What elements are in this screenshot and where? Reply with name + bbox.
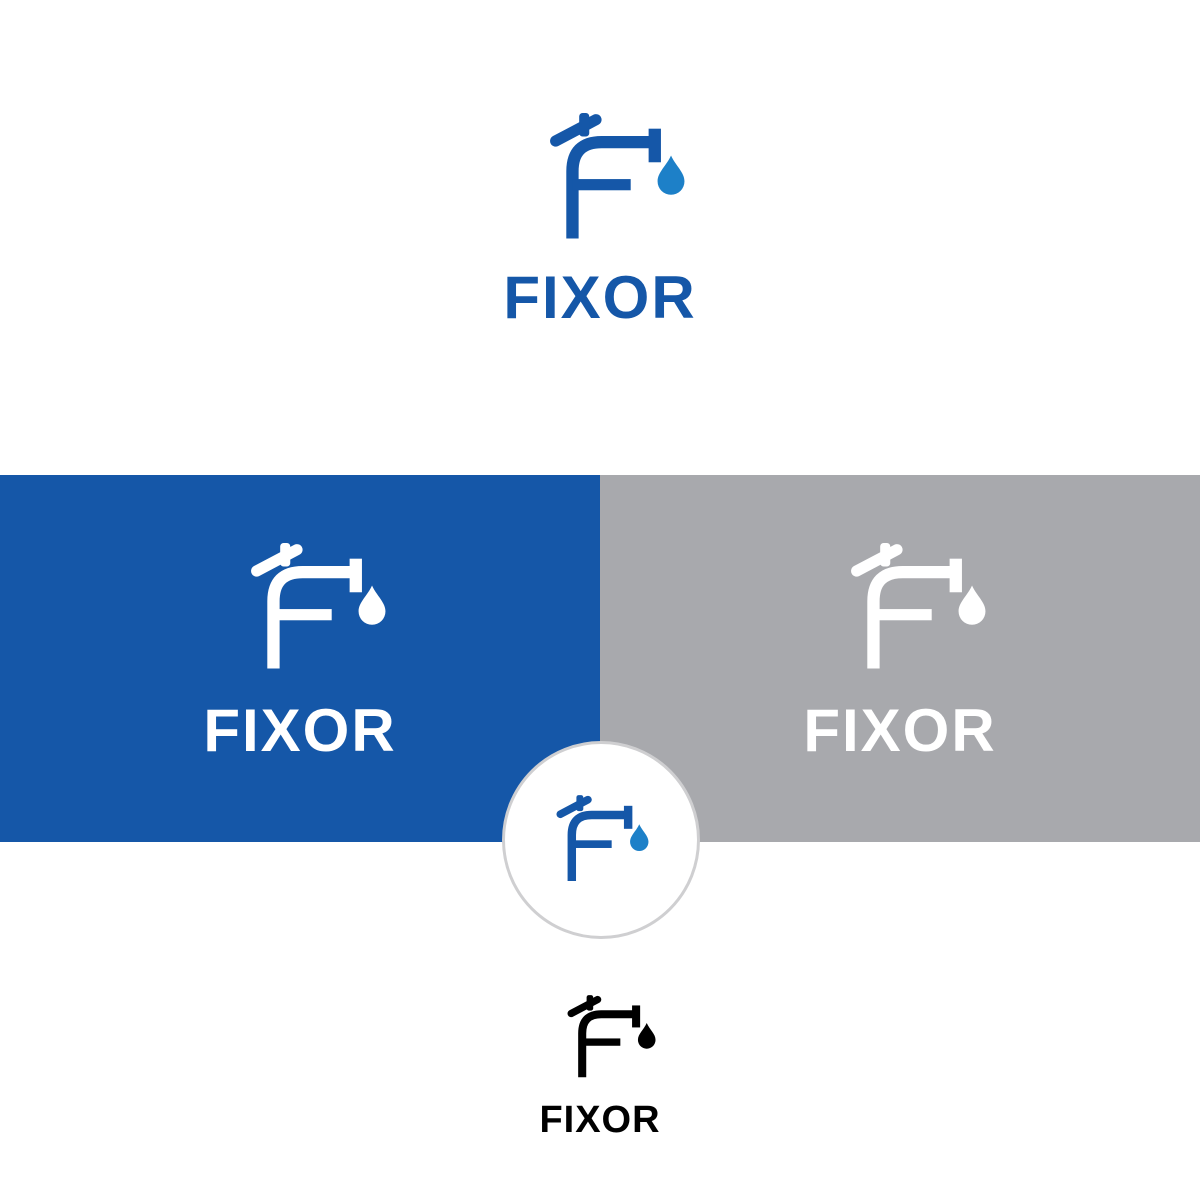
wordmark-primary: FIXOR — [503, 264, 697, 331]
faucet-f-icon — [569, 995, 657, 1087]
faucet-f-icon — [558, 795, 650, 891]
panel-gray: FIXOR — [600, 475, 1200, 842]
faucet-f-icon — [552, 113, 687, 253]
wordmark-on-gray: FIXOR — [803, 697, 997, 764]
logo-badge-circle — [502, 741, 700, 939]
panel-blue: FIXOR — [0, 475, 600, 842]
wordmark-monochrome: FIXOR — [539, 1099, 661, 1141]
wordmark-on-blue: FIXOR — [203, 697, 397, 764]
faucet-f-icon — [253, 543, 388, 683]
faucet-f-icon — [853, 543, 988, 683]
